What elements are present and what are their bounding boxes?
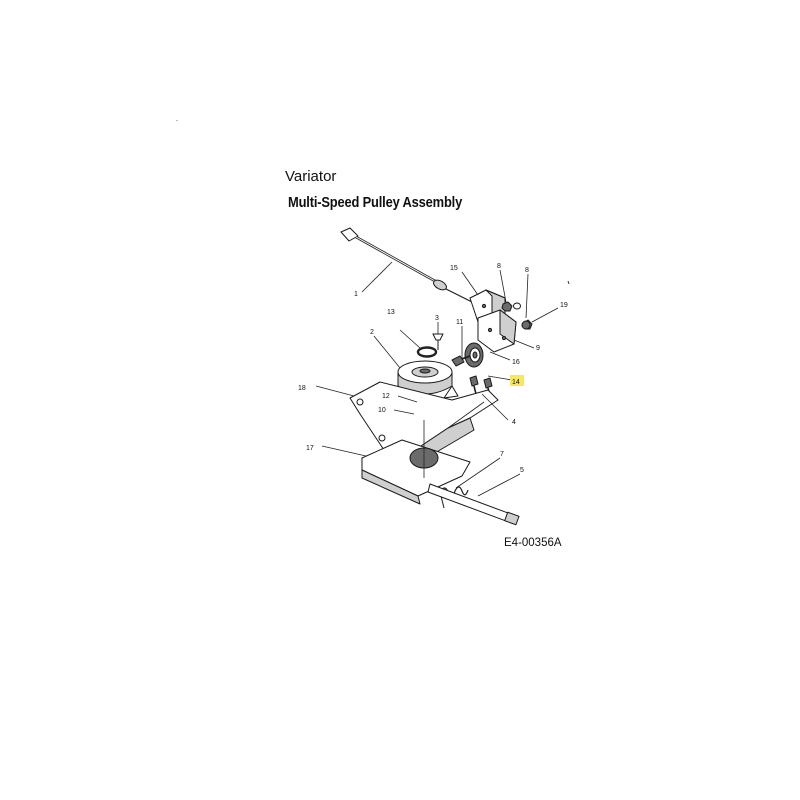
callout-2: 2 — [370, 329, 374, 336]
stray-mark — [176, 120, 178, 121]
shaft — [427, 483, 520, 526]
base-plate — [361, 420, 471, 505]
callout-19: 19 — [560, 302, 568, 309]
callout-1: 1 — [354, 291, 358, 298]
callout-4: 4 — [512, 419, 516, 426]
figure-code: E4-00356A — [504, 537, 562, 549]
callout-12: 12 — [382, 393, 390, 400]
diagram-subtitle: Multi-Speed Pulley Assembly — [288, 194, 463, 211]
callout-8-right: 8 — [525, 267, 529, 274]
idler-bracket — [477, 309, 517, 353]
control-cable — [340, 227, 479, 306]
callout-5: 5 — [520, 467, 524, 474]
diagram-title: Variator — [285, 168, 337, 185]
callout-8-left: 8 — [497, 263, 501, 270]
callout-13: 13 — [387, 309, 395, 316]
callout-highlight — [510, 375, 524, 386]
callout-9: 9 — [536, 345, 540, 352]
pin — [432, 333, 444, 350]
retaining-ring — [416, 346, 438, 358]
callout-10: 10 — [378, 407, 386, 414]
callout-11: 11 — [456, 319, 463, 326]
callout-16: 16 — [512, 359, 520, 366]
stray-tick — [567, 280, 570, 285]
callout-labels: 1 2 3 4 5 7 8 8 9 10 11 12 13 14 15 16 1… — [298, 263, 568, 474]
callout-14: 14 — [512, 379, 520, 386]
callout-17: 17 — [306, 445, 314, 452]
bolt — [521, 320, 531, 330]
leader-lines — [315, 261, 559, 497]
callout-7: 7 — [500, 451, 504, 458]
callout-18: 18 — [298, 385, 306, 392]
callout-3: 3 — [435, 315, 439, 322]
shoulder-bolt — [451, 355, 471, 367]
idler-pulley — [464, 342, 484, 368]
callout-15: 15 — [450, 265, 458, 272]
